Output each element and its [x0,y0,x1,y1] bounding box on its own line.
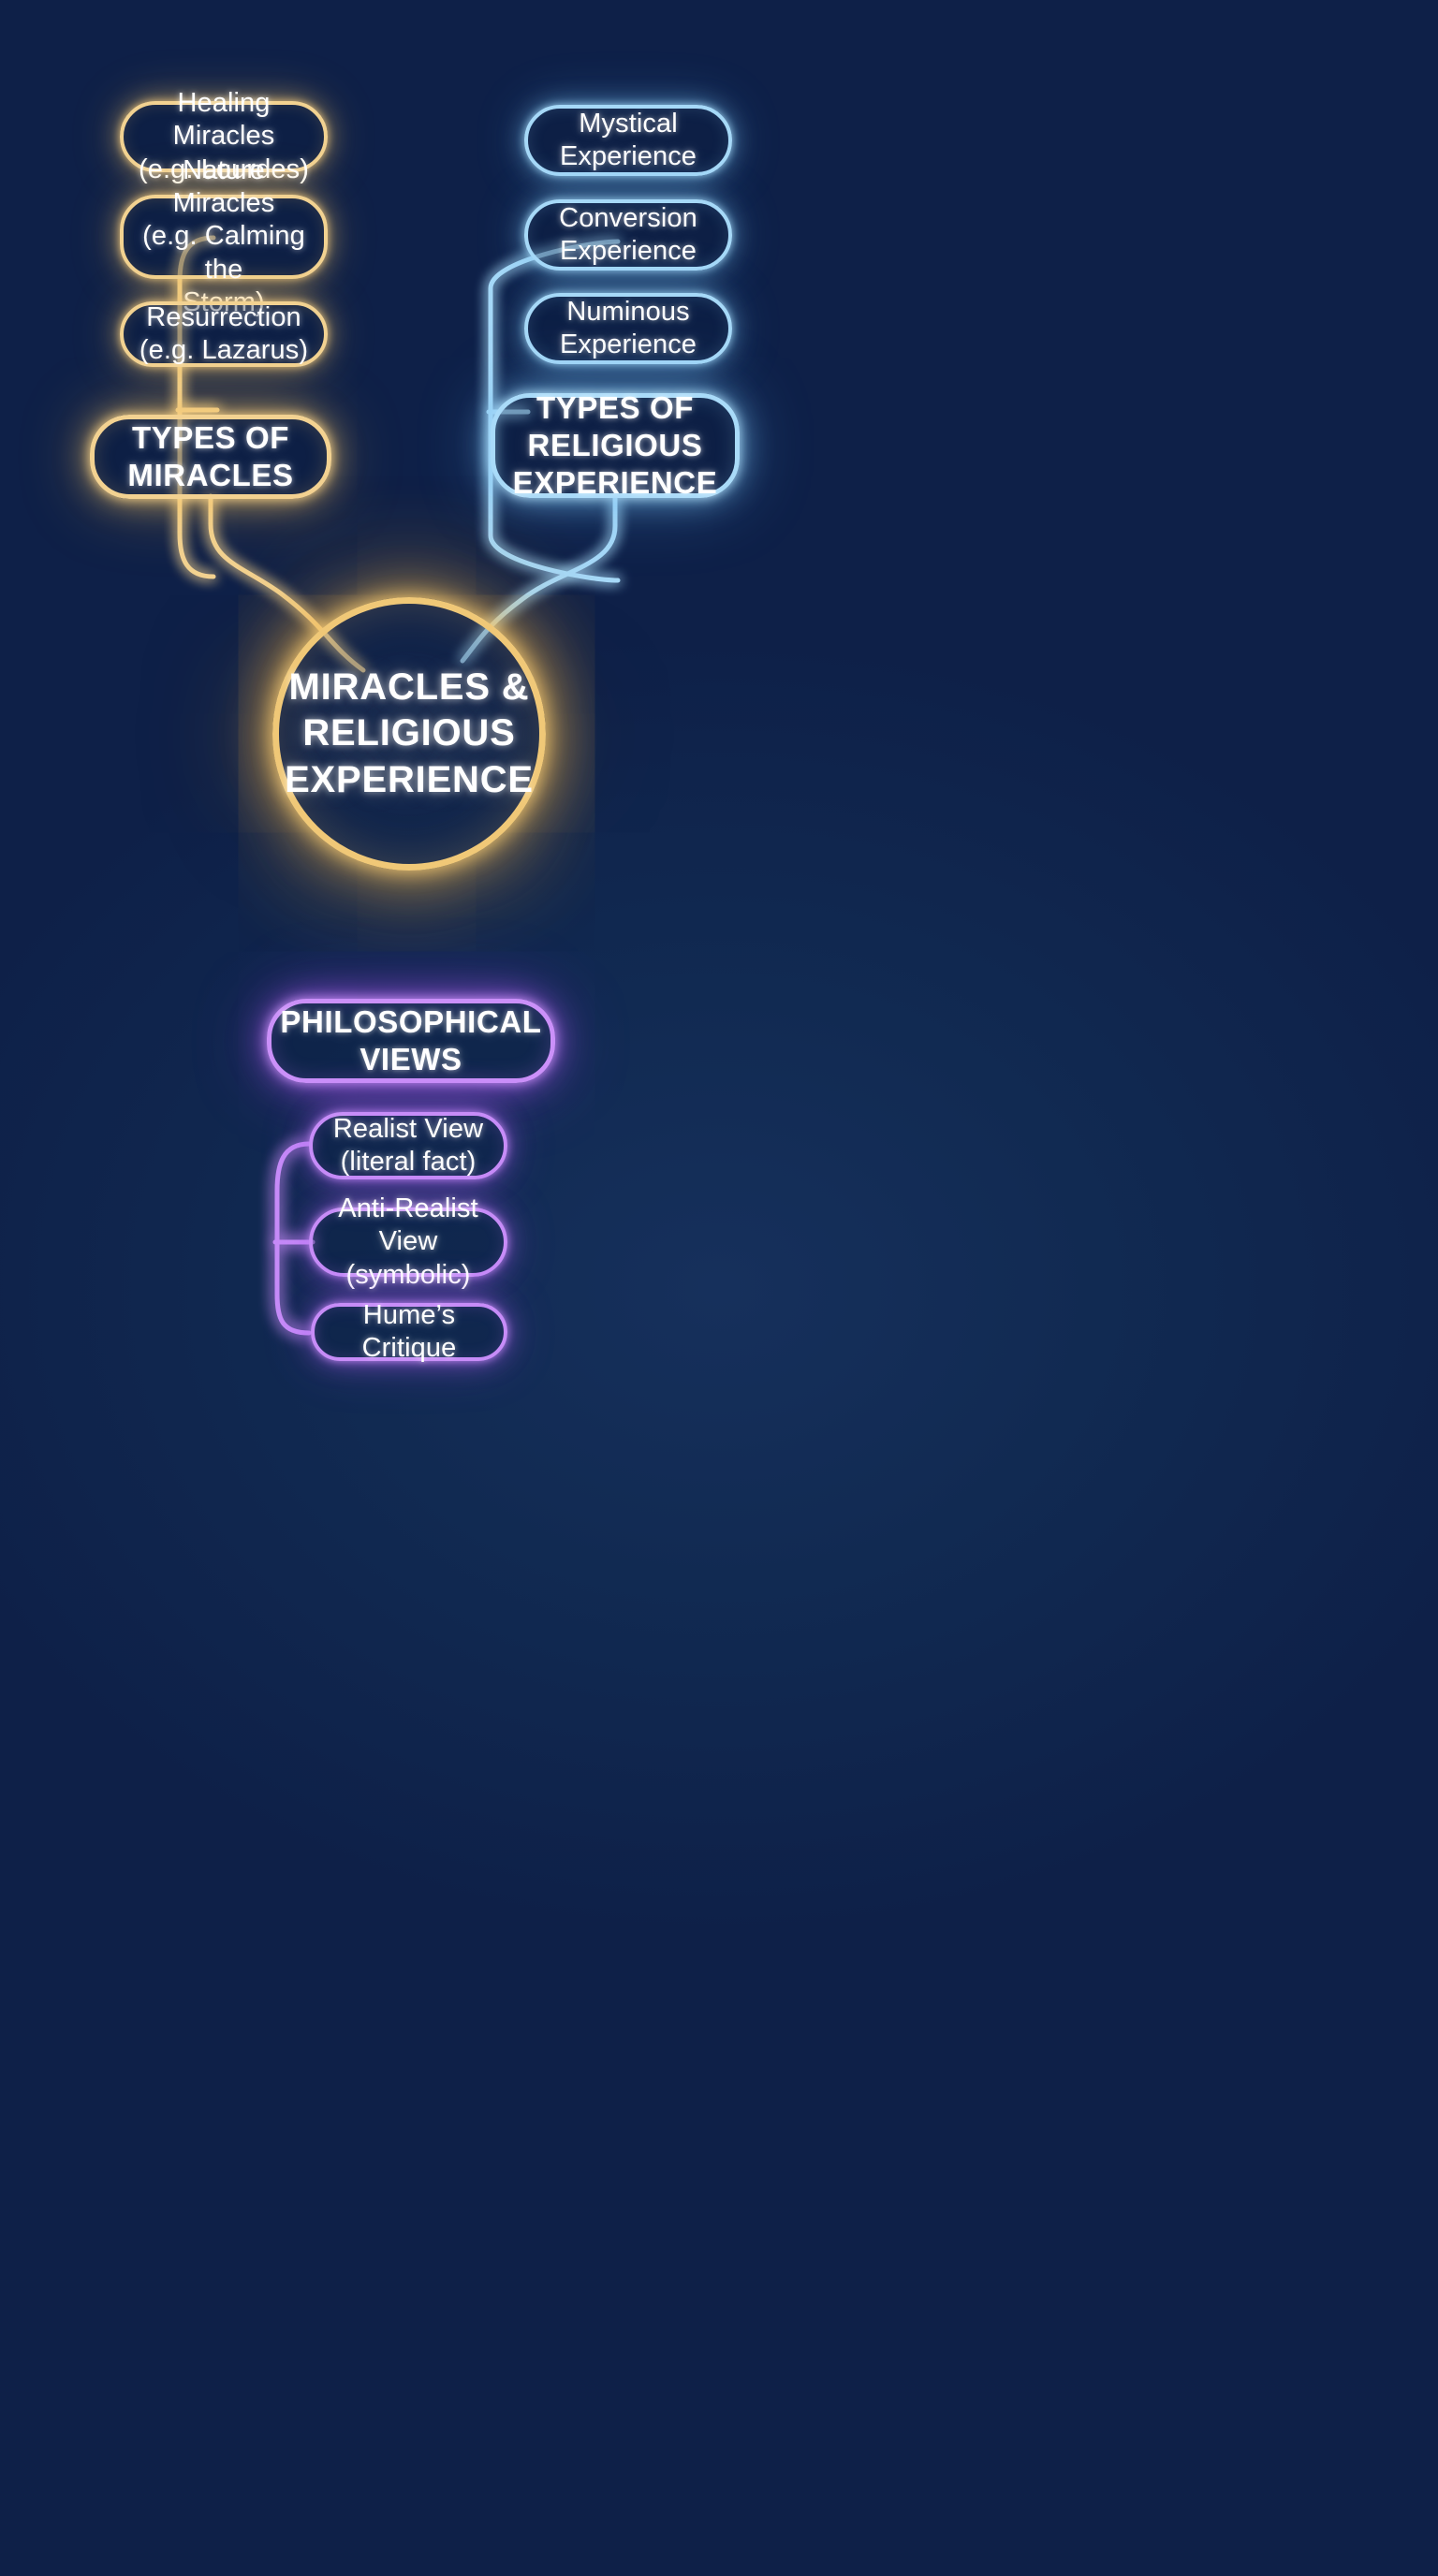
leaf-label: Mystical Experience [559,108,697,171]
leaf-healing-miracles[interactable]: Healing Miracles (e.g. Lourdes) [120,88,328,184]
leaf-label: Hume’s Critique [361,1299,457,1363]
central-topic-node[interactable]: MIRACLES & RELIGIOUS EXPERIENCE [272,597,546,871]
branch-types-of-miracles[interactable]: TYPES OF MIRACLES [90,415,331,499]
leaf-label: Conversion Experience [559,202,697,266]
leaf-mystical-experience[interactable]: Mystical Experience [524,105,732,176]
leaf-nature-miracles[interactable]: Nature Miracles (e.g. Calming the Storm) [120,155,328,317]
leaf-humes-critique[interactable]: Hume’s Critique [311,1300,507,1363]
branch-label: TYPES OF MIRACLES [127,419,294,492]
branch-label: TYPES OF RELIGIOUS EXPERIENCE [512,389,718,501]
branch-types-of-religious-experience[interactable]: TYPES OF RELIGIOUS EXPERIENCE [491,390,740,500]
branch-philosophical-views[interactable]: PHILOSOPHICAL VIEWS [267,999,555,1083]
leaf-realist-view[interactable]: Realist View (literal fact) [309,1112,507,1179]
leaf-label: Healing Miracles (e.g. Lourdes) [139,87,309,184]
leaf-label: Realist View (literal fact) [332,1113,484,1177]
branch-label: PHILOSOPHICAL VIEWS [280,1003,542,1076]
central-label: MIRACLES & RELIGIOUS EXPERIENCE [285,666,534,800]
leaf-label: Numinous Experience [559,296,697,359]
leaf-label: Nature Miracles (e.g. Calming the Storm) [142,154,305,318]
leaf-resurrection[interactable]: Resurrection (e.g. Lazarus) [120,301,328,367]
leaf-numinous-experience[interactable]: Numinous Experience [524,293,732,364]
leaf-conversion-experience[interactable]: Conversion Experience [524,199,732,271]
leaf-label: Resurrection (e.g. Lazarus) [139,301,309,365]
leaf-anti-realist-view[interactable]: Anti-Realist View (symbolic) [309,1193,507,1290]
leaf-label: Anti-Realist View (symbolic) [338,1193,478,1290]
